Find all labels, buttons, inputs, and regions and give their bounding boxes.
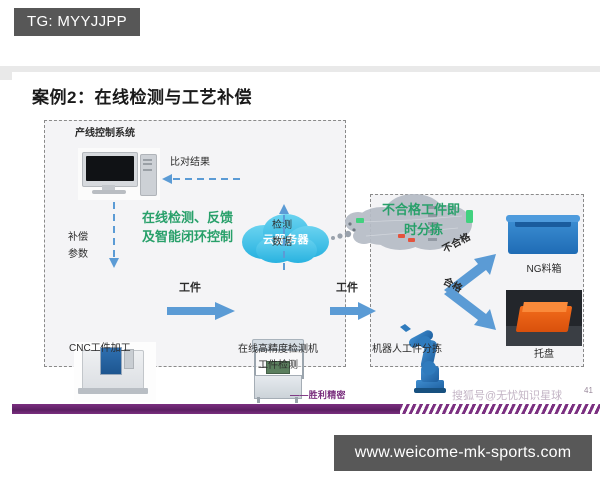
compare-result-arrow	[162, 174, 240, 184]
cloud-server-label: 云服务器	[263, 234, 309, 246]
page-title: 案例2：在线检测与工艺补偿	[32, 88, 252, 107]
crate-icon	[506, 212, 582, 262]
green-headline-left-line2: 及智能闭环控制	[142, 229, 234, 244]
inspection-machine-icon	[248, 337, 308, 405]
cnc-machine-icon	[74, 342, 156, 402]
detection-data-line2: 数据	[272, 237, 292, 248]
green-headline-right-line1: 不合格工件即	[382, 202, 461, 217]
accept-branch-arrow	[444, 288, 496, 330]
reject-branch-arrow	[444, 254, 496, 296]
workpiece-label-right: 工件	[336, 282, 358, 294]
inspection-label-line2: 工件检测	[258, 360, 298, 371]
tray-icon	[506, 290, 582, 346]
monitor-icon	[78, 148, 160, 200]
network-cloud-icon	[342, 190, 482, 256]
ng-bin-label: NG料箱	[526, 264, 562, 275]
page-number: 41	[584, 386, 593, 395]
workpiece-arrow-left	[167, 302, 235, 320]
url-banner: www.weicome-mk-sports.com	[334, 435, 592, 471]
green-headline-right-line2: 时分拣	[404, 222, 444, 237]
workpiece-label-left: 工件	[179, 282, 201, 294]
production-control-system-label: 产线控制系统	[75, 128, 135, 139]
robot-sorting-label: 机器人工件分拣	[372, 344, 442, 355]
detection-data-arrow	[279, 204, 289, 270]
green-headline-left-line1: 在线检测、反馈	[142, 210, 234, 225]
cnc-label: CNC工件加工	[69, 343, 131, 354]
tray-label: 托盘	[534, 349, 554, 360]
robot-arm-icon	[398, 322, 462, 394]
watermark: 搜狐号@无忧知识星球	[452, 390, 563, 402]
compare-result-label: 比对结果	[170, 157, 210, 168]
purple-stripe-pattern	[400, 404, 600, 414]
cloud-icon: 云服务器	[240, 212, 332, 264]
tg-badge: TG: MYYJJPP	[14, 8, 140, 36]
compensation-param-arrow	[109, 202, 119, 268]
brand-footer: ——胜利精密	[290, 390, 346, 400]
purple-divider-bar	[12, 404, 600, 414]
detection-data-line1: 检测	[272, 220, 292, 231]
slide-canvas: 案例2：在线检测与工艺补偿 产线控制系统 比对结果 补偿 参数	[12, 72, 600, 405]
workpiece-arrow-right	[330, 302, 376, 320]
compensation-param-line1: 补偿	[68, 232, 88, 243]
inspection-label-line1: 在线高精度检测机	[238, 344, 318, 355]
cloud-link-dots	[331, 230, 352, 240]
compensation-param-line2: 参数	[68, 249, 88, 260]
